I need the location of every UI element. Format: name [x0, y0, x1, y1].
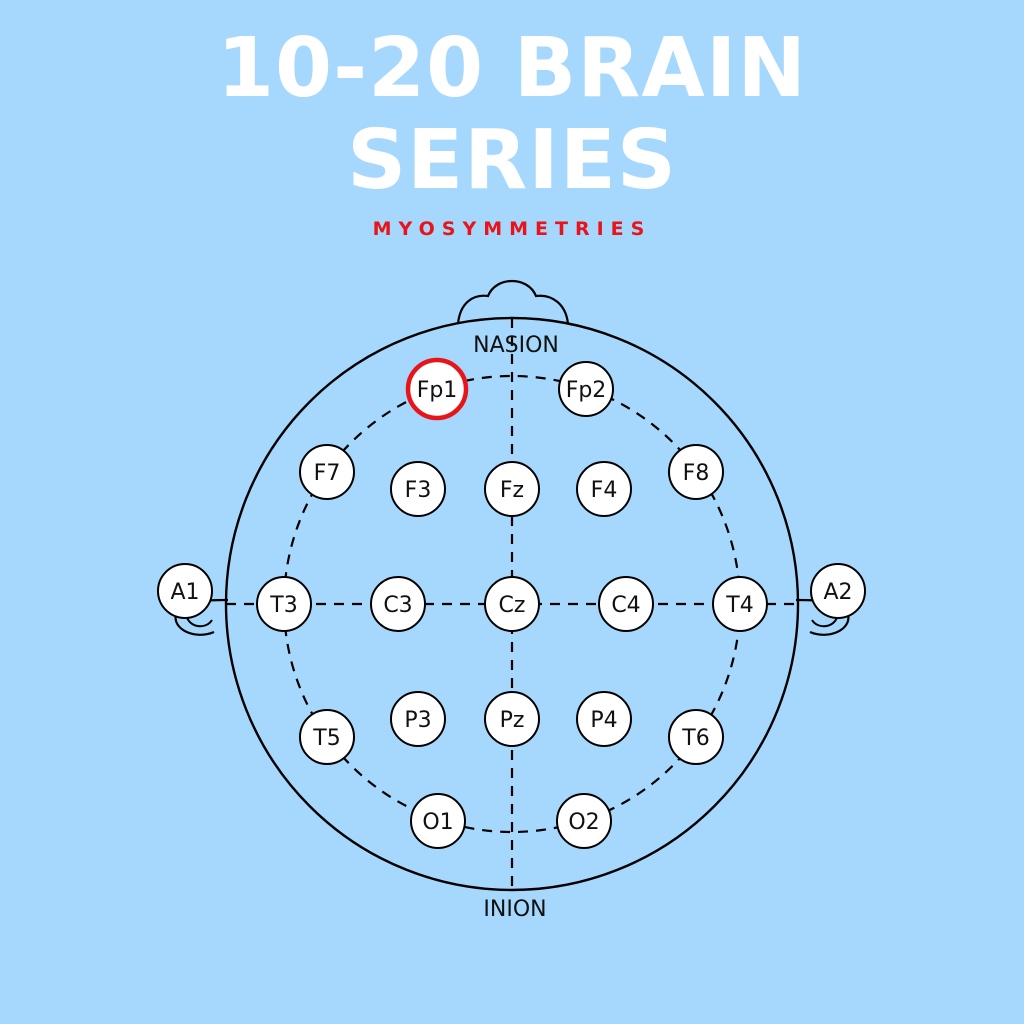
electrode-pz-label: Pz [500, 708, 525, 733]
electrode-pz: Pz [484, 691, 540, 747]
electrode-f4-label: F4 [591, 478, 618, 503]
electrode-p3-label: P3 [404, 708, 431, 733]
electrode-fp1: Fp1 [405, 357, 469, 421]
electrode-t3: T3 [256, 576, 312, 632]
electrode-cz-label: Cz [499, 593, 526, 618]
electrode-f3-label: F3 [405, 478, 432, 503]
electrode-c3-label: C3 [383, 593, 412, 618]
electrode-a2: A2 [810, 563, 866, 619]
electrode-fp2: Fp2 [558, 361, 614, 417]
electrode-fz: Fz [484, 461, 540, 517]
electrode-t3-label: T3 [269, 593, 297, 618]
electrode-fp1-label: Fp1 [417, 378, 458, 403]
electrode-a2-label: A2 [823, 580, 852, 605]
nasion-label: NASION [473, 333, 559, 358]
electrode-p4: P4 [576, 691, 632, 747]
electrode-f7-label: F7 [314, 461, 341, 486]
electrode-f7: F7 [299, 444, 355, 500]
nose-outline [456, 280, 570, 325]
electrode-c4-label: C4 [611, 593, 640, 618]
electrode-fz-label: Fz [500, 478, 524, 503]
electrode-o2: O2 [556, 793, 612, 849]
inion-label: INION [483, 897, 546, 922]
electrode-f8-label: F8 [683, 461, 710, 486]
electrode-t6-label: T6 [681, 726, 709, 751]
title-line-2: SERIES [347, 113, 677, 208]
electrode-c3: C3 [370, 576, 426, 632]
electrode-a1-label: A1 [170, 580, 199, 605]
electrode-f4: F4 [576, 461, 632, 517]
electrode-t5: T5 [299, 709, 355, 765]
electrode-cz: Cz [484, 576, 540, 632]
electrode-t4: T4 [712, 576, 768, 632]
electrode-a1: A1 [157, 563, 213, 619]
electrode-t6: T6 [668, 709, 724, 765]
electrode-f8: F8 [668, 444, 724, 500]
electrode-f3: F3 [390, 461, 446, 517]
title-line-1: 10-20 BRAIN [216, 21, 808, 116]
electrode-t4-label: T4 [725, 593, 753, 618]
electrode-p3: P3 [390, 691, 446, 747]
electrode-fp2-label: Fp2 [566, 378, 607, 403]
electrode-c4: C4 [598, 576, 654, 632]
electrode-p4-label: P4 [590, 708, 617, 733]
subtitle: MYOSYMMETRIES [372, 218, 652, 240]
electrode-o1-label: O1 [422, 810, 453, 835]
electrode-o1: O1 [410, 793, 466, 849]
electrode-t5-label: T5 [312, 726, 340, 751]
electrode-o2-label: O2 [568, 810, 599, 835]
